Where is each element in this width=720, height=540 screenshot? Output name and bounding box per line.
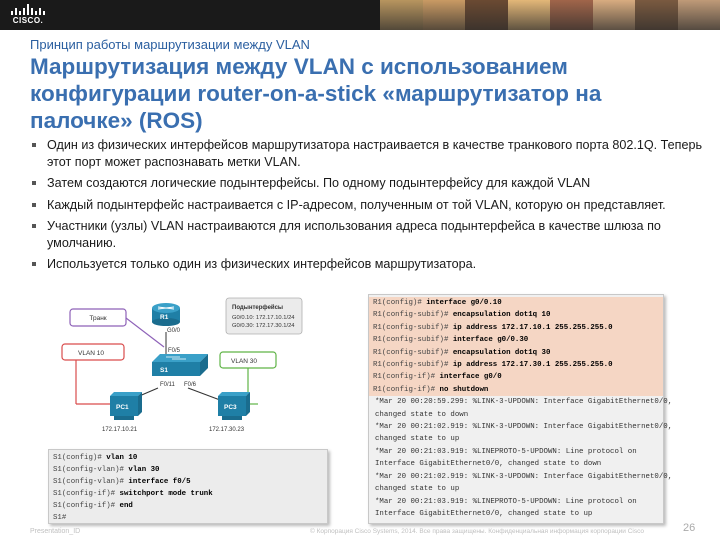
cli-line: R1(config-subif)# ip address 172.17.30.1… <box>373 361 613 370</box>
switch-port-label: F0/5 <box>168 348 181 354</box>
cli-line: R1(config-subif)# interface g0/0.30 <box>373 336 529 345</box>
slide-subtitle: Принцип работы маршрутизации между VLAN <box>30 37 310 52</box>
router-cli-panel: R1(config)# interface g0/0.10 R1(config-… <box>368 294 673 524</box>
cli-line: S1(config)# vlan 10 <box>53 454 138 462</box>
bullet-item: Используется только один из физических и… <box>30 256 715 273</box>
cli-line: S1(config-vlan)# vlan 30 <box>53 466 160 474</box>
cli-line: R1(config-subif)# encapsulation dot1q 10 <box>373 311 551 320</box>
log-line: *Mar 20 00:21:03.919: %LINEPROTO-5-UPDOW… <box>375 497 637 506</box>
subinterfaces-title: Подынтерфейсы <box>232 304 283 311</box>
cli-line: R1(config)# interface g0/0.10 <box>373 299 502 307</box>
pc3-label: PC3 <box>224 404 237 411</box>
slide-footer: Presentation_ID © Корпорация Cisco Syste… <box>0 522 720 540</box>
header-photo <box>635 0 678 30</box>
log-line: *Mar 20 00:21:03.919: %LINEPROTO-5-UPDOW… <box>375 447 637 456</box>
cli-line: R1(config-if)# no shutdown <box>373 385 489 394</box>
trunk-pointer <box>125 317 165 348</box>
subinterfaces-box <box>225 297 303 335</box>
topology-diagram: Транк Подынтерфейсы G0/0.10: 172.17.10.1… <box>61 297 303 433</box>
cli-line: R1(config-subif)# encapsulation dot1q 30 <box>373 348 551 357</box>
cli-line: S1(config-if)# end <box>53 502 133 510</box>
pc3-ip: 172.17.30.23 <box>209 427 245 433</box>
pc3-link <box>187 387 221 401</box>
header-photo <box>465 0 508 30</box>
cli-line: S1(config-if)# switchport mode trunk <box>53 490 213 498</box>
header-photo <box>592 0 635 30</box>
switch-icon <box>152 354 208 376</box>
vlan10-label: VLAN 10 <box>78 350 104 357</box>
router-cli-log: *Mar 20 00:20:59.299: %LINK-3-UPDOWN: In… <box>369 396 673 520</box>
cisco-wordmark: CISCO. <box>12 16 44 25</box>
header-photo <box>677 0 720 30</box>
vlan10-label-box <box>61 343 125 361</box>
bullet-marker-icon <box>32 181 36 185</box>
log-line: *Mar 20 00:21:02.919: %LINK-3-UPDOWN: In… <box>375 423 673 432</box>
cli-line: S1(config-vlan)# interface f0/5 <box>53 478 191 486</box>
log-line: Interface GigabitEthernet0/0, changed st… <box>375 509 593 518</box>
bullet-item: Участники (узлы) VLAN настраиваются для … <box>30 218 715 251</box>
trunk-label: Транк <box>89 315 106 322</box>
pc1-ip: 172.17.10.21 <box>102 427 138 433</box>
pc1-icon <box>110 392 142 420</box>
trunk-label-box <box>69 308 127 327</box>
switch-port-label: F0/6 <box>184 382 197 388</box>
subinterface-line: G0/0.30: 172.17.30.1/24 <box>232 323 295 329</box>
bullet-item: Один из физических интерфейсов маршрутиз… <box>30 137 715 170</box>
cli-line: R1(config-subif)# ip address 172.17.10.1… <box>373 323 613 332</box>
cli-line: R1(config-if)# interface g0/0 <box>373 373 502 382</box>
subinterface-line: G0/0.10: 172.17.10.1/24 <box>232 315 295 321</box>
cisco-bars-icon <box>10 4 46 15</box>
log-line: changed state to up <box>375 485 460 494</box>
header-bar: CISCO. <box>0 0 720 30</box>
bullet-list: Один из физических интерфейсов маршрутиз… <box>30 137 715 278</box>
router-icon <box>152 303 180 326</box>
router-port-label: G0/0 <box>167 328 181 334</box>
bullet-marker-icon <box>32 202 36 207</box>
log-line: *Mar 20 00:20:59.299: %LINK-3-UPDOWN: In… <box>375 398 673 407</box>
router-cli-commands: R1(config)# interface g0/0.10 R1(config-… <box>369 297 663 397</box>
log-line: Interface GigabitEthernet0/0, changed st… <box>375 460 602 469</box>
header-photo <box>507 0 550 30</box>
log-line: changed state to up <box>375 435 460 444</box>
log-line: *Mar 20 00:21:02.919: %LINK-3-UPDOWN: In… <box>375 472 673 481</box>
cli-line: S1# <box>53 514 67 522</box>
header-photo <box>380 0 423 30</box>
slide-title: Маршрутизация между VLAN с использование… <box>30 54 602 133</box>
bullet-marker-icon <box>32 143 36 147</box>
footer-presentation-id: Presentation_ID <box>30 528 81 535</box>
footer-copyright: © Корпорация Cisco Systems, 2014. Все пр… <box>310 528 644 535</box>
switch-label: S1 <box>160 367 168 374</box>
log-line: changed state to down <box>375 410 469 419</box>
page-number: 26 <box>683 522 696 534</box>
bullet-marker-icon <box>32 224 36 228</box>
header-photo <box>550 0 593 30</box>
header-photo <box>422 0 465 30</box>
router-label: R1 <box>160 314 169 321</box>
switch-port-label: F0/11 <box>160 382 176 388</box>
bullet-item: Затем создаются логические подынтерфейсы… <box>30 175 715 192</box>
pc1-label: PC1 <box>116 404 129 411</box>
pc3-icon <box>218 392 250 420</box>
switch-cli-panel: S1(config)# vlan 10 S1(config-vlan)# vla… <box>48 449 328 524</box>
bullet-item: Каждый подынтерфейс настраивается с IP-а… <box>30 197 715 214</box>
vlan30-label: VLAN 30 <box>231 358 257 365</box>
bullet-marker-icon <box>32 262 36 266</box>
header-photo-strip <box>380 0 720 30</box>
cisco-logo: CISCO. <box>8 4 48 26</box>
